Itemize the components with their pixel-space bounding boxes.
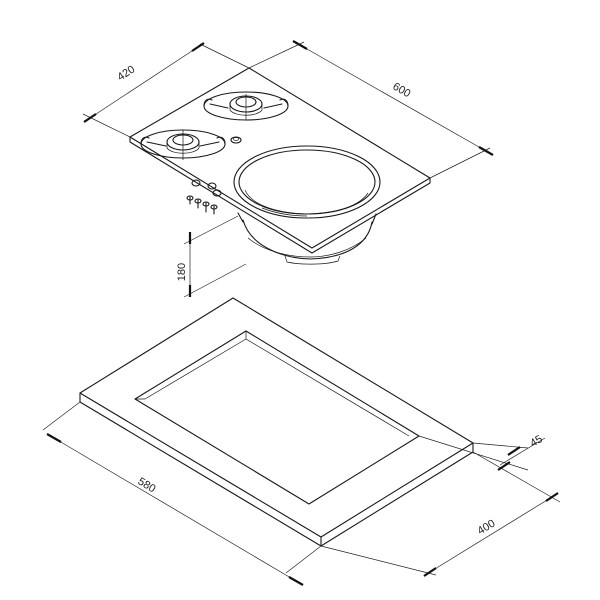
dimension-height: 180: [176, 215, 247, 298]
dimension-height-label: 180: [176, 263, 188, 281]
igniter-button: [230, 136, 242, 144]
dimension-width-label: 600: [391, 81, 413, 101]
frame-outer-top: [79, 297, 474, 538]
dimension-cutout-width-label: 580: [136, 476, 158, 496]
dimension-width: 600: [248, 40, 494, 179]
front-burner: [140, 129, 226, 160]
frame-front-edges: [79, 392, 474, 547]
hob-top-plate: [129, 67, 431, 249]
frame-inner-opening: [134, 330, 420, 505]
dimension-cutout-depth: 400: [320, 451, 561, 577]
dimension-border-label: 45: [528, 433, 545, 450]
hob-plate-edge: [129, 136, 431, 254]
sink-basin: [233, 145, 381, 265]
control-knobs: [186, 179, 222, 215]
rear-burner: [203, 91, 289, 121]
dimension-cutout-depth-label: 400: [475, 518, 497, 538]
dimension-depth: 420: [82, 42, 250, 138]
dimension-border: 45: [418, 433, 546, 471]
cutout-frame: [79, 297, 474, 547]
dimension-depth-label: 420: [115, 63, 137, 83]
frame-inner-walls: [135, 331, 410, 437]
hob: [129, 67, 431, 265]
dimension-cutout-width: 580: [42, 401, 322, 586]
